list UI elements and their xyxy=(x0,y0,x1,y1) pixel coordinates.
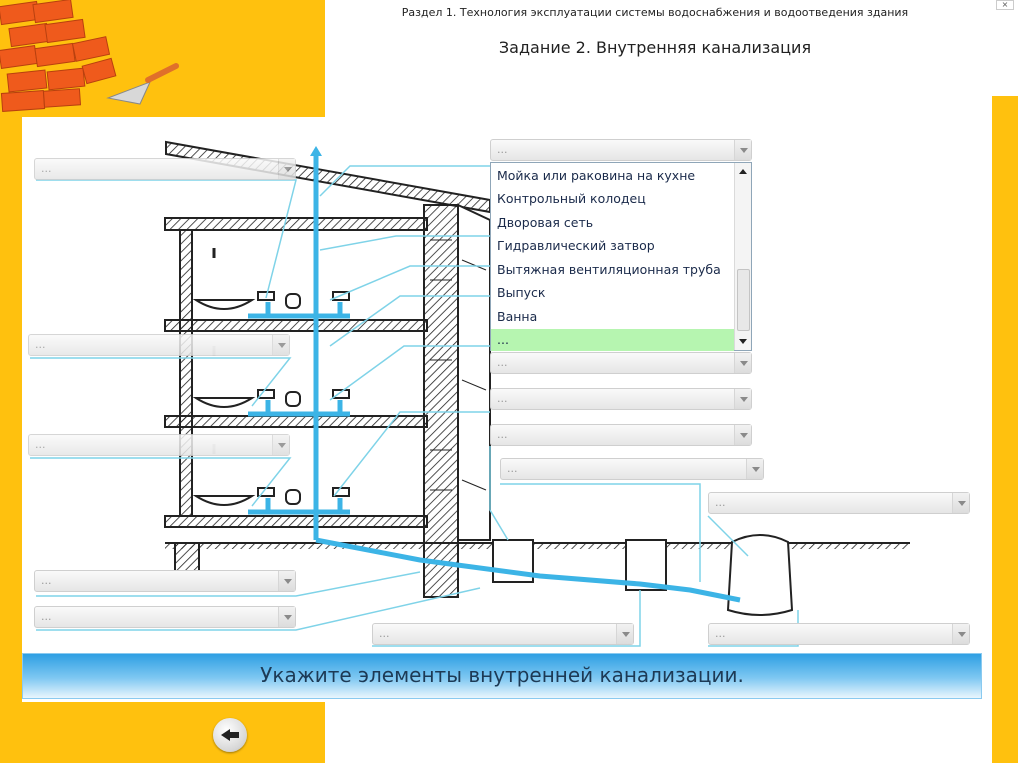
bricks-logo xyxy=(0,0,179,112)
frame-right xyxy=(992,96,1018,763)
select-5[interactable]: ... xyxy=(34,606,296,628)
chevron-down-icon xyxy=(272,335,289,355)
select-9[interactable]: ... xyxy=(490,424,752,446)
select-5-value: ... xyxy=(41,610,52,623)
select-10-value: ... xyxy=(507,462,518,475)
select-10[interactable]: ... xyxy=(500,458,764,480)
selected-option-highlight xyxy=(491,329,734,351)
option-outlet[interactable]: Выпуск xyxy=(497,285,546,300)
select-3[interactable]: ... xyxy=(28,434,290,456)
option-control-well[interactable]: Контрольный колодец xyxy=(497,191,646,206)
select-6[interactable]: ... xyxy=(372,623,634,645)
frame-left xyxy=(0,96,22,763)
task-title: Задание 2. Внутренняя канализация xyxy=(498,38,812,57)
select-8-value: ... xyxy=(497,392,508,405)
select-12[interactable]: ... xyxy=(708,623,970,645)
option-water-seal[interactable]: Гидравлический затвор xyxy=(497,238,655,253)
select-7-value: ... xyxy=(497,356,508,369)
instruction-text: Укажите элементы внутренней канализации. xyxy=(260,663,744,687)
section-title: Раздел 1. Технология эксплуатации систем… xyxy=(401,6,909,19)
scroll-thumb[interactable] xyxy=(737,269,750,331)
select-2[interactable]: ... xyxy=(28,334,290,356)
open-select-value: ... xyxy=(497,143,508,156)
select-12-value: ... xyxy=(715,627,726,640)
chevron-down-icon[interactable] xyxy=(734,140,751,160)
select-4[interactable]: ... xyxy=(34,570,296,592)
chevron-down-icon xyxy=(734,353,751,373)
window-close-icon[interactable]: × xyxy=(996,0,1014,10)
dropdown-list[interactable]: Мойка или раковина на кухне Контрольный … xyxy=(490,162,752,351)
back-arrow-button[interactable] xyxy=(213,718,247,752)
chevron-down-icon xyxy=(952,493,969,513)
select-8[interactable]: ... xyxy=(490,388,752,410)
frame-top-right-strip xyxy=(992,0,1018,96)
option-vent-pipe[interactable]: Вытяжная вентиляционная труба xyxy=(497,262,721,277)
chevron-down-icon xyxy=(278,571,295,591)
chevron-down-icon xyxy=(734,425,751,445)
select-7[interactable]: ... xyxy=(490,352,752,374)
chevron-down-icon xyxy=(616,624,633,644)
open-select[interactable]: ... xyxy=(490,139,752,161)
select-9-value: ... xyxy=(497,428,508,441)
option-bathtub[interactable]: Ванна xyxy=(497,309,538,324)
select-1-value: ... xyxy=(41,162,52,175)
frame-bottom xyxy=(0,702,325,763)
chevron-down-icon xyxy=(734,389,751,409)
instruction-banner: Укажите элементы внутренней канализации. xyxy=(22,653,982,699)
dropdown-scrollbar[interactable] xyxy=(734,163,751,350)
select-11[interactable]: ... xyxy=(708,492,970,514)
select-3-value: ... xyxy=(35,438,46,451)
chevron-down-icon xyxy=(278,607,295,627)
select-1[interactable]: ... xyxy=(34,158,296,180)
select-2-value: ... xyxy=(35,338,46,351)
option-yard-network[interactable]: Дворовая сеть xyxy=(497,215,594,230)
chevron-down-icon xyxy=(952,624,969,644)
scroll-down-icon[interactable] xyxy=(739,339,747,344)
chevron-down-icon xyxy=(278,159,295,179)
select-11-value: ... xyxy=(715,496,726,509)
select-4-value: ... xyxy=(41,574,52,587)
chevron-down-icon xyxy=(746,459,763,479)
select-6-value: ... xyxy=(379,627,390,640)
scroll-up-icon[interactable] xyxy=(739,169,747,174)
option-sink[interactable]: Мойка или раковина на кухне xyxy=(497,168,696,183)
chevron-down-icon xyxy=(272,435,289,455)
option-empty[interactable]: ... xyxy=(497,332,509,347)
